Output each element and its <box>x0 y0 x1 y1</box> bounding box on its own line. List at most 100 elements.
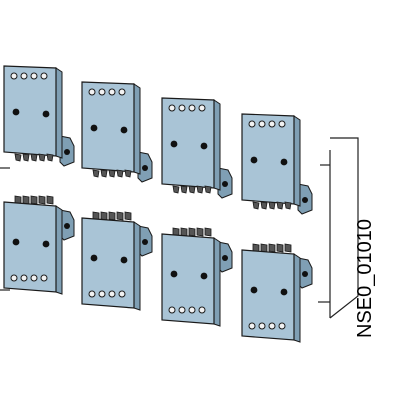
upper-terminal-1 <box>3 65 75 167</box>
stud <box>118 290 126 298</box>
screw <box>284 243 292 253</box>
stud <box>248 322 256 330</box>
mounting-frame <box>0 137 359 319</box>
terminal-face <box>161 233 215 325</box>
mounting-hole-left <box>170 270 178 278</box>
terminal-face <box>3 201 57 293</box>
stud <box>20 72 28 80</box>
screw <box>188 185 196 194</box>
bracket-hole <box>222 181 228 187</box>
lower-terminal-2 <box>81 211 153 311</box>
mounting-hole-left <box>12 238 20 246</box>
screw <box>180 185 188 194</box>
bracket-hole <box>64 149 70 155</box>
screw <box>276 243 284 253</box>
mounting-hole-left <box>90 254 98 262</box>
screw <box>30 195 38 205</box>
mounting-hole-right <box>280 288 288 296</box>
screw <box>260 201 268 210</box>
stud <box>248 120 256 128</box>
mounting-hole-right <box>120 256 128 264</box>
bracket-hole <box>222 255 228 261</box>
stud <box>30 72 38 80</box>
stud <box>40 274 48 282</box>
stud <box>98 290 106 298</box>
screw <box>38 153 46 162</box>
stud <box>198 306 206 314</box>
screw <box>260 243 268 253</box>
terminal-face <box>161 97 215 189</box>
screw <box>204 227 212 237</box>
stud <box>168 306 176 314</box>
screw <box>268 243 276 253</box>
lower-terminal-3 <box>161 227 233 327</box>
screw <box>268 201 276 210</box>
mounting-hole-right <box>42 240 50 248</box>
terminal-face <box>241 113 295 205</box>
stud <box>258 120 266 128</box>
stud <box>10 72 18 80</box>
terminal-side <box>213 237 221 327</box>
mounting-hole-right <box>200 142 208 150</box>
terminal-side <box>293 253 301 343</box>
upper-terminal-4 <box>241 113 313 215</box>
screw <box>284 201 292 210</box>
mounting-hole-left <box>12 108 20 116</box>
bracket-hole <box>302 271 308 277</box>
stud <box>178 306 186 314</box>
lower-terminal-4 <box>241 243 313 343</box>
stud <box>188 104 196 112</box>
screw <box>108 169 116 178</box>
screw <box>172 185 180 194</box>
stud <box>268 120 276 128</box>
screw <box>276 201 284 210</box>
stud <box>198 104 206 112</box>
terminal-face <box>241 249 295 341</box>
stud <box>168 104 176 112</box>
stud <box>98 88 106 96</box>
upper-terminal-3 <box>161 97 233 199</box>
bracket-hole <box>302 197 308 203</box>
stud <box>88 290 96 298</box>
mounting-hole-right <box>200 272 208 280</box>
screw <box>108 211 116 221</box>
screw <box>46 195 54 205</box>
lower-terminal-1 <box>3 195 75 295</box>
screw <box>100 211 108 221</box>
screw <box>116 169 124 178</box>
screw <box>46 153 54 162</box>
screw <box>188 227 196 237</box>
terminal-face <box>81 217 135 309</box>
stud <box>10 274 18 282</box>
screw <box>38 195 46 205</box>
screw <box>100 169 108 178</box>
mounting-hole-right <box>42 110 50 118</box>
screw <box>22 153 30 162</box>
bracket-hole <box>64 223 70 229</box>
bracket-hole <box>142 239 148 245</box>
mounting-hole-left <box>90 124 98 132</box>
mounting-hole-left <box>250 286 258 294</box>
drawing-code-label: NSE0_01010 <box>354 219 376 338</box>
screw <box>196 185 204 194</box>
terminal-side <box>293 115 301 207</box>
terminal-side <box>55 67 63 159</box>
mounting-hole-left <box>170 140 178 148</box>
stud <box>20 274 28 282</box>
screw <box>124 169 132 178</box>
terminal-face <box>81 81 135 173</box>
screw <box>116 211 124 221</box>
screw <box>180 227 188 237</box>
mounting-hole-left <box>250 156 258 164</box>
screw <box>252 201 260 210</box>
screw <box>196 227 204 237</box>
screw <box>30 153 38 162</box>
screw <box>14 153 22 162</box>
stud <box>108 88 116 96</box>
stud <box>268 322 276 330</box>
mounting-hole-right <box>280 158 288 166</box>
screw <box>22 195 30 205</box>
stud <box>108 290 116 298</box>
stud <box>278 120 286 128</box>
bracket-hole <box>142 165 148 171</box>
